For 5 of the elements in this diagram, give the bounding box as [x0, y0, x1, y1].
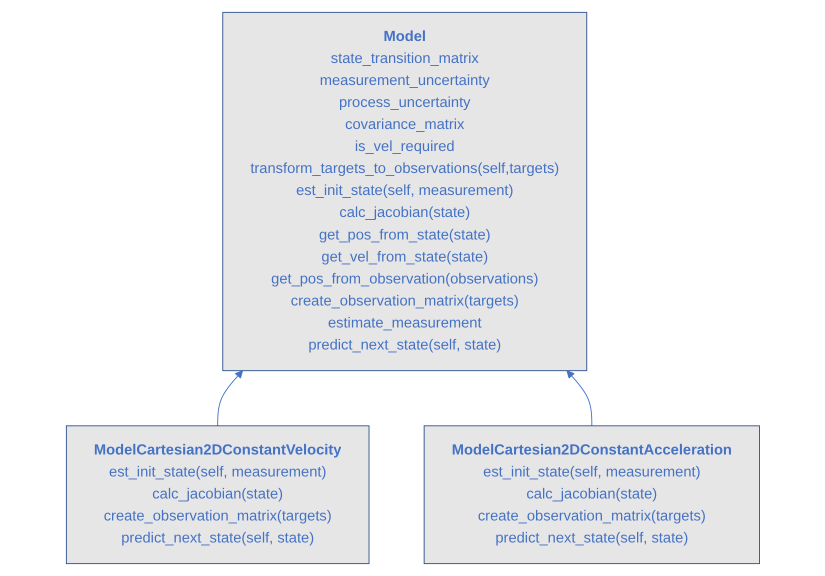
node-box: Model state_transition_matrix measurement_uncertainty process_uncertainty covariance_matrix is_vel_required transform_targets_to_observations(self,targets) est_init_state(self, measurement) calc_jacobian(state) get_pos_from_state(state) get_vel_from_state(state) get_pos_from_observation(observations) create_observation_matrix(targets) estimate_measurement predict_next_state(self, state): [222, 12, 587, 372]
arrow: [566, 370, 592, 426]
node-box: ModelCartesian2DConstantAcceleration est_init_state(self, measurement) calc_jacobian(state) create_observation_matrix(targets) predict_next_state(self, state): [423, 425, 760, 564]
node-box: ModelCartesian2DConstantVelocity est_init_state(self, measurement) calc_jacobian(state) create_observation_matrix(targets) predict_next_state(self, state): [65, 425, 370, 564]
arrow: [216, 370, 243, 426]
